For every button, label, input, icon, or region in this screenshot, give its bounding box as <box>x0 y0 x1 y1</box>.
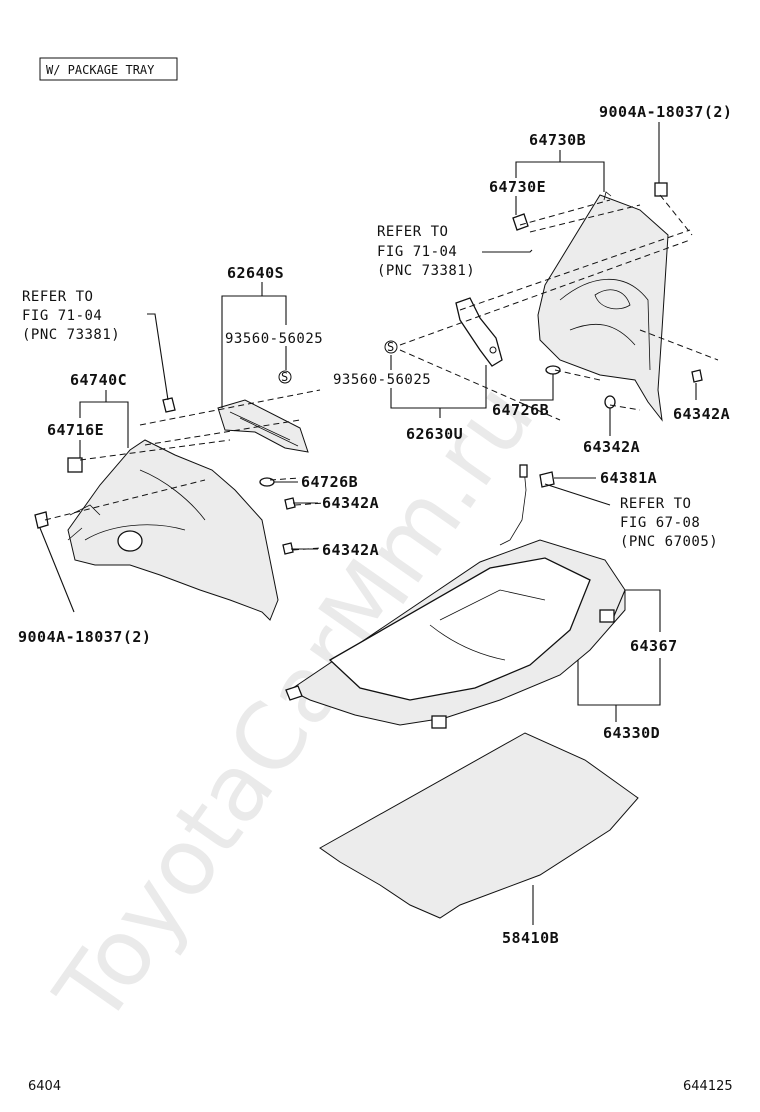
clip-64740c <box>162 397 176 413</box>
ref-right-line1: REFER TO <box>377 224 448 240</box>
part-labels: 9004A-18037(2) 64730B 64730E REFER TO FI… <box>18 103 732 947</box>
ref-tray-line2: FIG 67-08 <box>620 515 700 531</box>
strap-64381a <box>499 464 555 546</box>
label-64381a: 64381A <box>600 469 657 487</box>
ref-right-line3: (PNC 73381) <box>377 263 475 279</box>
floor-mat-58410b <box>319 732 639 919</box>
label-58410b: 58410B <box>502 929 559 947</box>
left-quarter-trim-panel <box>67 439 279 621</box>
label-64330d: 64330D <box>603 724 660 742</box>
label-64342a-left-lower: 64342A <box>322 541 379 559</box>
clip-9004a-bottom <box>34 511 49 529</box>
label-93560-right: 93560-56025 <box>333 372 431 388</box>
right-quarter-trim-panel <box>537 191 669 422</box>
clip-64716e <box>67 457 83 473</box>
package-tray-64330d <box>285 539 626 729</box>
clip-64342a-left-b <box>282 542 294 555</box>
label-64367: 64367 <box>630 637 678 655</box>
label-93560-left: 93560-56025 <box>225 331 323 347</box>
ref-left-line2: FIG 71-04 <box>22 308 102 324</box>
assembly-lines <box>44 194 719 551</box>
figure-number: 6404 <box>28 1079 61 1094</box>
label-62640s: 62640S <box>227 264 284 282</box>
label-64730e: 64730E <box>489 178 546 196</box>
label-64342a-left-upper: 64342A <box>322 494 379 512</box>
svg-text:S: S <box>281 370 288 384</box>
panel-62640s <box>217 399 309 453</box>
label-64740c: 64740C <box>70 371 127 389</box>
drawing-number: 644125 <box>683 1079 733 1094</box>
clip-9004a-top <box>654 182 668 197</box>
screw-93560-left: S <box>278 370 292 384</box>
label-9004a-bottom: 9004A-18037(2) <box>18 628 151 646</box>
leader-lines <box>39 122 697 925</box>
label-64342a-right-lower: 64342A <box>583 438 640 456</box>
ref-tray-line1: REFER TO <box>620 496 691 512</box>
clip-64730e <box>512 213 529 231</box>
screw-93560-right: S <box>384 340 398 354</box>
label-64730b: 64730B <box>529 131 586 149</box>
variant-note: W/ PACKAGE TRAY <box>46 63 155 77</box>
bracket-62630u <box>455 297 503 367</box>
variant-note-box: W/ PACKAGE TRAY <box>39 57 178 81</box>
label-64342a-right-upper: 64342A <box>673 405 730 423</box>
pin-64726b-right <box>545 365 561 385</box>
label-9004a-top: 9004A-18037(2) <box>599 103 732 121</box>
ref-left-line3: (PNC 73381) <box>22 327 120 343</box>
label-64726b-left: 64726B <box>301 473 358 491</box>
ref-right-line2: FIG 71-04 <box>377 244 457 260</box>
clip-64342a-right-b <box>691 369 703 383</box>
svg-text:S: S <box>387 340 394 354</box>
pin-64726b-left <box>259 477 275 487</box>
clip-64342a-left-a <box>284 497 296 510</box>
ref-left-line1: REFER TO <box>22 289 93 305</box>
label-64726b-right: 64726B <box>492 401 549 419</box>
ref-tray-line3: (PNC 67005) <box>620 534 718 550</box>
clip-64342a-right-a <box>604 395 616 409</box>
label-64716e: 64716E <box>47 421 104 439</box>
label-62630u: 62630U <box>406 425 463 443</box>
